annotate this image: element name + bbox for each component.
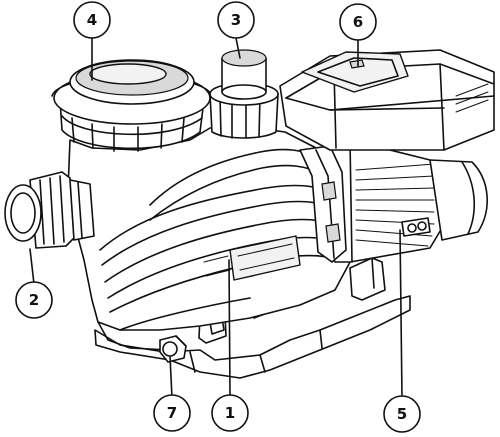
leader-lines [29,37,403,399]
callout-label: 7 [167,404,177,422]
strainer-lid [51,59,213,152]
leader-line-5 [399,229,403,399]
callout-label: 5 [397,405,407,423]
motor [299,139,488,263]
drain-plug [159,335,187,363]
callout-4: 4 [73,1,111,39]
callout-1: 1 [211,394,249,432]
callout-label: 3 [231,11,241,29]
callout-6: 6 [339,3,377,41]
outlet-union [209,49,279,139]
callout-5: 5 [383,395,421,433]
leader-line-1 [228,259,231,397]
leader-line-2 [29,248,35,285]
control-box [279,49,495,151]
callout-label: 6 [353,13,363,31]
leader-line-3 [235,37,241,59]
callout-2: 2 [15,281,53,319]
callout-label: 2 [29,291,39,309]
callout-label: 4 [87,11,97,29]
inlet-union [4,171,95,249]
callout-label: 1 [225,404,235,422]
leader-line-7 [169,355,173,399]
callout-3: 3 [217,1,255,39]
callout-7: 7 [153,394,191,432]
